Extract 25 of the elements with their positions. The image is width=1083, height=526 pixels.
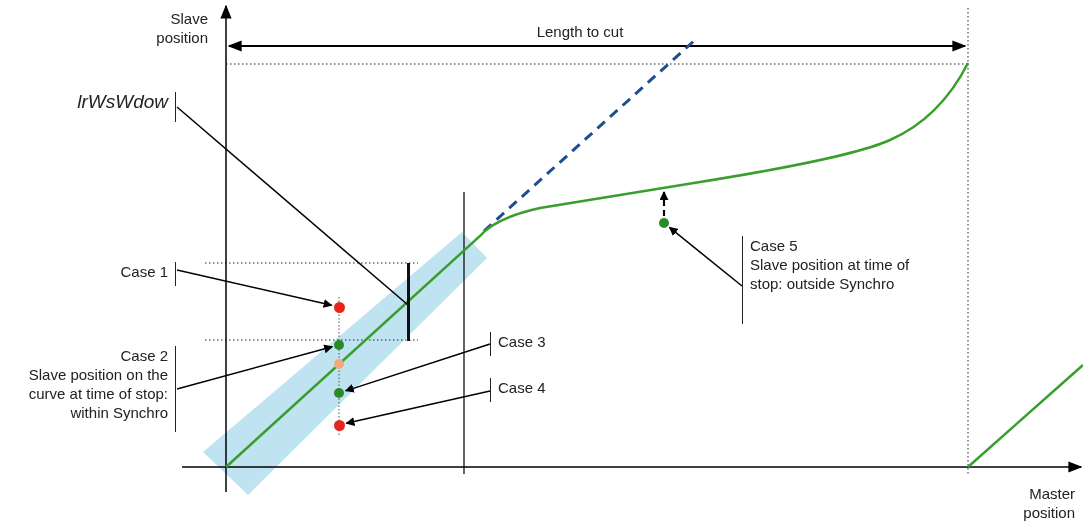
- case-heading: Case 2: [119, 346, 168, 365]
- stop-position-dot: [659, 218, 669, 228]
- window-bracket: [407, 263, 410, 341]
- leader-arrow: [176, 269, 333, 308]
- case-description: Slave position on the curve at time of stop: within Synchro: [27, 365, 168, 422]
- axis-label: Master position: [1022, 484, 1075, 522]
- case-description: Slave position at time of stop: outside Synchro: [750, 255, 911, 293]
- callout-label: Case 4: [490, 378, 570, 402]
- leader-arrow: [344, 343, 491, 393]
- case-heading: Case 5: [750, 236, 799, 255]
- axis-label: Slave position: [155, 9, 208, 47]
- leader-arrow: [345, 390, 491, 426]
- leader-arrow: [176, 344, 334, 390]
- dimension-label: Length to cut: [535, 22, 625, 41]
- stop-position-dot: [333, 419, 345, 431]
- dashed-arrow: [659, 191, 669, 216]
- stop-position-dot: [333, 301, 345, 313]
- stop-position-dot: [334, 388, 344, 398]
- callout-label: lrWsWdow: [30, 92, 176, 122]
- leader-line: [176, 106, 409, 306]
- callout-label: Case 1: [90, 262, 176, 286]
- callout-label: Case 3: [490, 332, 570, 356]
- leader-arrow: [668, 226, 743, 287]
- stop-position-dot: [334, 359, 344, 369]
- stop-position-dot: [334, 340, 344, 350]
